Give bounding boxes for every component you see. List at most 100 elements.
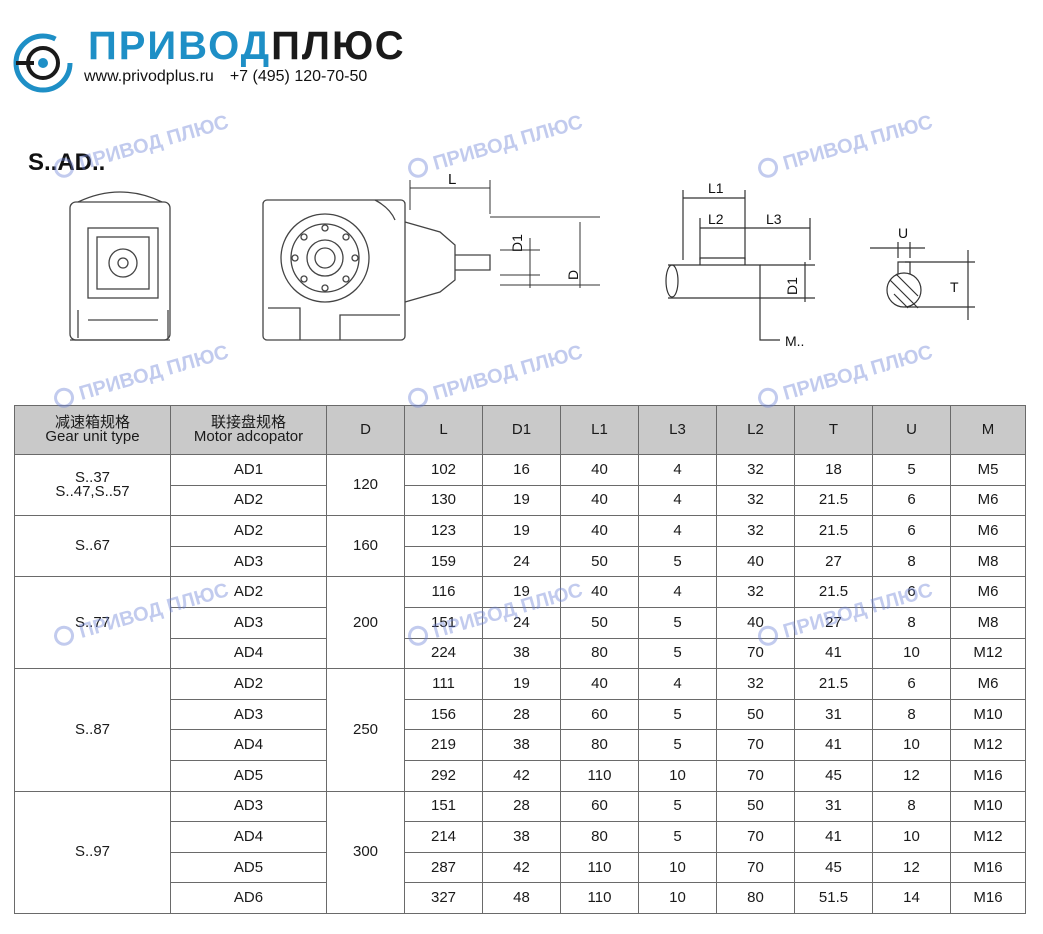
cell-L3: 5 xyxy=(638,637,717,670)
dim-label-T: T xyxy=(950,279,959,295)
cell-U: 8 xyxy=(872,790,951,823)
header-gear-unit-cn: 减速箱规格 xyxy=(54,414,130,431)
cell-L: 111 xyxy=(404,668,483,700)
series-title: S..AD.. xyxy=(28,149,106,176)
cell-adapter: AD2 xyxy=(170,576,327,608)
cell-adapter: AD6 xyxy=(170,882,327,914)
header-L: L xyxy=(404,405,483,455)
cell-U: 14 xyxy=(872,882,951,914)
cell-L2: 32 xyxy=(716,515,795,547)
cell-U: 10 xyxy=(872,821,951,853)
cell-L3: 4 xyxy=(638,454,717,486)
cell-adapter: AD4 xyxy=(170,637,327,670)
cell-T: 41 xyxy=(794,821,873,853)
cell-L: 224 xyxy=(404,637,483,670)
company-logo-icon xyxy=(13,33,73,93)
cell-L3: 5 xyxy=(638,790,717,823)
cell-M: M12 xyxy=(950,821,1026,853)
dim-label-D1-detail: D1 xyxy=(784,277,800,295)
cell-L2: 32 xyxy=(716,454,795,486)
dim-label-L2: L2 xyxy=(708,211,724,227)
gearbox-side-view xyxy=(262,199,491,341)
cell-L2: 70 xyxy=(716,759,795,792)
cell-U: 8 xyxy=(872,698,951,731)
cell-adapter: AD5 xyxy=(170,759,327,792)
cell-L3: 10 xyxy=(638,759,717,792)
cell-T: 45 xyxy=(794,759,873,792)
cell-D1: 38 xyxy=(482,821,561,853)
cell-L1: 40 xyxy=(560,454,639,486)
watermark-text: ПРИВОД ПЛЮС xyxy=(430,111,586,175)
cell-L1: 50 xyxy=(560,545,639,578)
cell-adapter: AD2 xyxy=(170,668,327,700)
cell-L2: 40 xyxy=(716,545,795,578)
dim-label-D: D xyxy=(565,270,581,280)
cell-L3: 4 xyxy=(638,484,717,517)
gearbox-front-view xyxy=(69,191,171,341)
cell-adapter: AD5 xyxy=(170,851,327,884)
cell-L2: 32 xyxy=(716,576,795,608)
gear-unit-type: S..67 xyxy=(74,537,111,555)
dimension-drawing: L D1 D L1 L2 L3 D1 M.. U T xyxy=(69,171,975,349)
gear-unit-type: S..37 xyxy=(74,469,111,487)
cell-D1: 28 xyxy=(482,790,561,823)
cell-adapter: AD4 xyxy=(170,729,327,761)
cell-L1: 60 xyxy=(560,698,639,731)
cell-D1: 19 xyxy=(482,576,561,608)
cell-L3: 5 xyxy=(638,729,717,761)
cell-M: M8 xyxy=(950,545,1026,578)
cell-U: 10 xyxy=(872,729,951,761)
dim-label-L: L xyxy=(448,171,456,188)
cell-D1: 38 xyxy=(482,729,561,761)
cell-L: 116 xyxy=(404,576,483,608)
cell-adapter: AD3 xyxy=(170,606,327,639)
contact-line: www.privodplus.ru+7 (495) 120-70-50 xyxy=(84,68,367,86)
cell-L1: 40 xyxy=(560,515,639,547)
cell-L3: 5 xyxy=(638,545,717,578)
header-L3: L3 xyxy=(638,405,717,455)
cell-U: 12 xyxy=(872,851,951,884)
cell-D1: 16 xyxy=(482,454,561,486)
cell-D1: 48 xyxy=(482,882,561,914)
cell-L1: 110 xyxy=(560,851,639,884)
cell-T: 21.5 xyxy=(794,484,873,517)
cell-D: 300 xyxy=(326,790,405,914)
cell-M: M5 xyxy=(950,454,1026,486)
cell-M: M10 xyxy=(950,698,1026,731)
cell-L3: 5 xyxy=(638,606,717,639)
shaft-detail-view xyxy=(665,190,815,341)
cell-U: 6 xyxy=(872,484,951,517)
header-L2: L2 xyxy=(716,405,795,455)
cell-M: M16 xyxy=(950,759,1026,792)
cell-D1: 19 xyxy=(482,484,561,517)
cell-L: 292 xyxy=(404,759,483,792)
cell-D: 200 xyxy=(326,576,405,670)
website-link[interactable]: www.privodplus.ru xyxy=(84,68,214,85)
cell-L1: 40 xyxy=(560,576,639,608)
cell-L1: 80 xyxy=(560,637,639,670)
header-D: D xyxy=(326,405,405,455)
cell-L1: 80 xyxy=(560,729,639,761)
cell-T: 21.5 xyxy=(794,668,873,700)
gear-unit-cell: S..67 xyxy=(14,515,171,578)
cell-M: M6 xyxy=(950,484,1026,517)
cell-L1: 50 xyxy=(560,606,639,639)
cell-D1: 28 xyxy=(482,698,561,731)
watermark-text: ПРИВОД ПЛЮС xyxy=(780,111,936,175)
cell-M: M16 xyxy=(950,851,1026,884)
cell-L1: 40 xyxy=(560,484,639,517)
company-header: ПРИВОДПЛЮС www.privodplus.ru+7 (495) 120… xyxy=(10,24,470,94)
cell-L: 287 xyxy=(404,851,483,884)
cell-L2: 80 xyxy=(716,882,795,914)
dim-label-D1: D1 xyxy=(509,234,525,252)
cell-adapter: AD3 xyxy=(170,545,327,578)
cell-U: 8 xyxy=(872,606,951,639)
dim-label-L3: L3 xyxy=(766,211,782,227)
cell-adapter: AD3 xyxy=(170,790,327,823)
cell-T: 27 xyxy=(794,545,873,578)
